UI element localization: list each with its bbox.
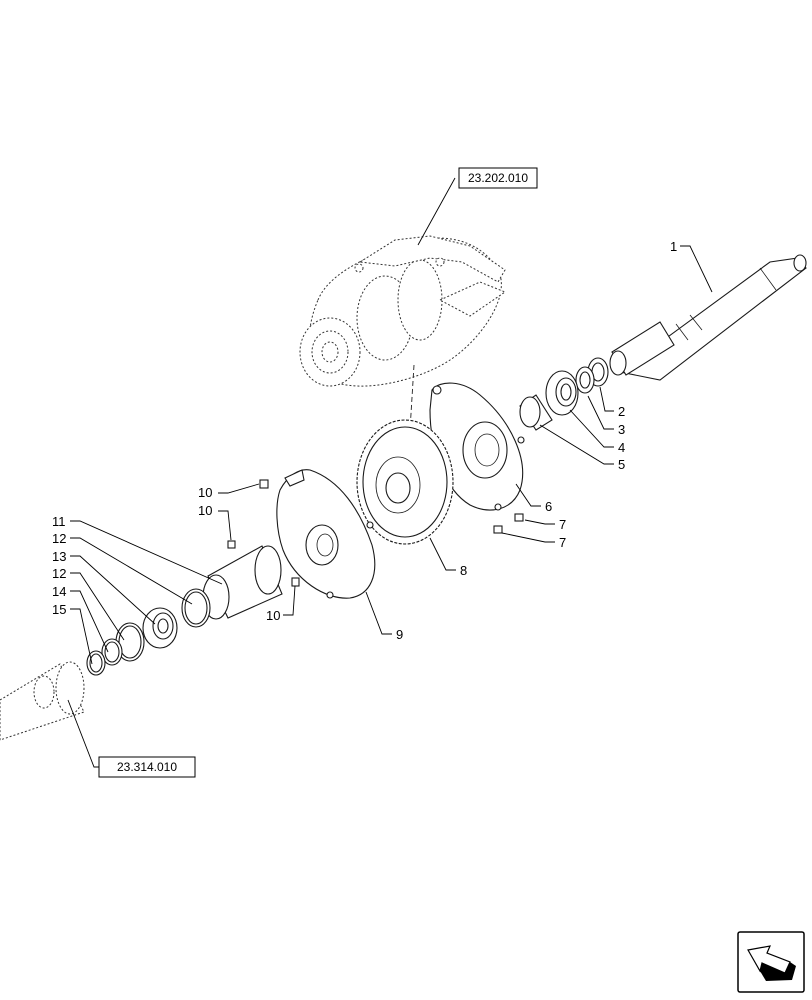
reference-leader-top — [417, 177, 456, 246]
part-11-sleeve — [202, 545, 283, 620]
navigation-arrow-icon[interactable] — [737, 931, 805, 993]
callout-2: 2 — [618, 404, 625, 419]
output-shaft-dashed — [0, 661, 85, 741]
callout-8: 8 — [460, 563, 467, 578]
part-13-bearing — [142, 607, 178, 649]
part-5-spacer — [519, 394, 553, 431]
callout-13: 13 — [52, 549, 66, 564]
assembly-alignment-line — [409, 364, 415, 431]
callout-3: 3 — [618, 422, 625, 437]
callout-10-left: 10 — [198, 503, 212, 518]
part-14-ring — [101, 638, 123, 666]
part-12-ring-upper — [181, 588, 211, 628]
callout-5: 5 — [618, 457, 625, 472]
part-10-screw-right — [291, 577, 300, 587]
part-10-screw-top — [259, 479, 269, 489]
callout-10-right: 10 — [266, 608, 280, 623]
reference-label-top: 23.202.010 — [468, 171, 528, 185]
callout-6: 6 — [545, 499, 552, 514]
callout-12-lower: 12 — [52, 566, 66, 581]
part-15-snap-ring — [86, 650, 106, 676]
callout-1: 1 — [670, 239, 677, 254]
part-9-cover-plate — [276, 469, 376, 599]
part-10-screw-left — [227, 540, 236, 549]
reference-leader-bottom — [67, 699, 99, 768]
part-8-gear — [356, 419, 454, 545]
reference-box-top[interactable]: 23.202.010 — [458, 167, 538, 189]
part-1-main-shaft — [609, 254, 807, 381]
callout-9: 9 — [396, 627, 403, 642]
callout-leaders — [70, 245, 713, 665]
transmission-assembly-dashed — [299, 235, 507, 387]
reference-label-bottom: 23.314.010 — [117, 760, 177, 774]
callout-7-lower: 7 — [559, 535, 566, 550]
callout-7-upper: 7 — [559, 517, 566, 532]
callout-labels: 1 2 3 4 5 6 7 7 8 9 10 10 10 11 12 13 12… — [52, 239, 677, 642]
callout-15: 15 — [52, 602, 66, 617]
callout-4: 4 — [618, 440, 625, 455]
callout-14: 14 — [52, 584, 66, 599]
callout-10-top: 10 — [198, 485, 212, 500]
callout-12-upper: 12 — [52, 531, 66, 546]
reference-box-bottom[interactable]: 23.314.010 — [98, 756, 196, 778]
part-4-bearing — [545, 370, 579, 416]
part-7-bolt-lower — [493, 525, 503, 534]
part-3-ring — [575, 366, 595, 394]
part-7-bolt-upper — [514, 513, 524, 522]
callout-11: 11 — [52, 514, 66, 529]
